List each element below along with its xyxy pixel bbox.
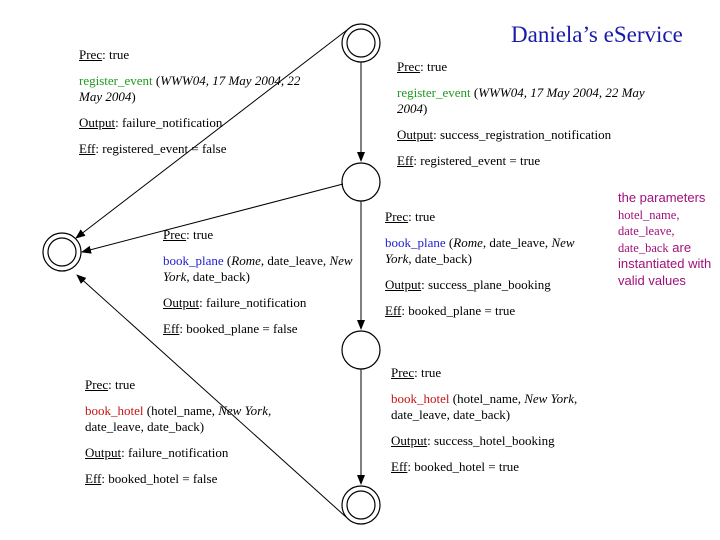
prec-value: : true [408, 209, 436, 224]
prec-value: : true [186, 227, 214, 242]
eff-value: : registered_event = true [413, 153, 541, 168]
prec-label: Prec [391, 365, 415, 380]
output-value: : success_registration_notification [433, 127, 612, 142]
prec-label: Prec [397, 59, 421, 74]
eff-value: : booked_plane = true [401, 303, 516, 318]
action-line: book_plane (Rome, date_leave, New York, … [163, 253, 353, 285]
italic-arg: Rome [231, 253, 261, 268]
italic-arg: WWW04, 17 May 2004, 22 May 2004 [79, 73, 301, 104]
operation-name: book_plane [385, 235, 446, 250]
eff-label: Eff [397, 153, 414, 168]
prec-value: : true [102, 47, 130, 62]
eff-label: Eff [79, 141, 96, 156]
italic-arg: New York [163, 253, 353, 284]
output-line: Output: success_hotel_booking [391, 433, 606, 449]
operation-args: (Rome, date_leave, New York, date_back) [163, 253, 353, 284]
state-registered [341, 162, 381, 202]
prec-value: : true [414, 365, 442, 380]
italic-arg: New York [385, 235, 575, 266]
output-line: Output: failure_notification [163, 295, 353, 311]
output-line: Output: success_registration_notificatio… [397, 127, 677, 143]
state-initial [341, 23, 381, 63]
operation-args: (hotel_name, New York, date_leave, date_… [85, 403, 272, 434]
eff-value: : booked_hotel = true [407, 459, 520, 474]
arrow-hotel-failure [76, 274, 347, 518]
italic-arg: Rome [453, 235, 483, 250]
transition-register-success: Prec: true register_event (WWW04, 17 May… [397, 59, 677, 169]
transition-hotel-success: Prec: true book_hotel (hotel_name, New Y… [391, 365, 606, 475]
operation-args: (hotel_name, New York, date_leave, date_… [391, 391, 578, 422]
prec-line: Prec: true [163, 227, 353, 243]
operation-name: register_event [79, 73, 153, 88]
eff-line: Eff: registered_event = false [79, 141, 319, 157]
eff-line: Eff: booked_plane = true [385, 303, 603, 319]
eff-line: Eff: booked_plane = false [163, 321, 353, 337]
prec-line: Prec: true [385, 209, 603, 225]
operation-args: (Rome, date_leave, New York, date_back) [385, 235, 575, 266]
prec-label: Prec [85, 377, 109, 392]
output-label: Output [391, 433, 428, 448]
prec-label: Prec [79, 47, 103, 62]
prec-value: : true [420, 59, 448, 74]
output-label: Output [385, 277, 422, 292]
output-value: : failure_notification [199, 295, 307, 310]
transition-hotel-failure: Prec: true book_hotel (hotel_name, New Y… [85, 377, 300, 487]
state-final-success [341, 485, 381, 525]
operation-name: book_hotel [85, 403, 144, 418]
note-line1: the parameters [618, 190, 706, 205]
note-params: hotel_name, date_leave, date_back [618, 207, 680, 255]
output-value: : failure_notification [115, 115, 223, 130]
operation-name: register_event [397, 85, 471, 100]
prec-line: Prec: true [391, 365, 606, 381]
prec-line: Prec: true [79, 47, 319, 63]
action-line: register_event (WWW04, 17 May 2004, 22 M… [397, 85, 677, 117]
prec-label: Prec [385, 209, 409, 224]
eff-value: : booked_plane = false [179, 321, 298, 336]
italic-arg: New York [218, 403, 268, 418]
eff-value: : booked_hotel = false [101, 471, 218, 486]
page-title: Daniela’s eService [511, 22, 683, 47]
prec-line: Prec: true [85, 377, 300, 393]
eff-line: Eff: registered_event = true [397, 153, 677, 169]
operation-name: book_plane [163, 253, 224, 268]
output-value: : failure_notification [121, 445, 229, 460]
operation-name: book_hotel [391, 391, 450, 406]
output-line: Output: failure_notification [85, 445, 300, 461]
eff-label: Eff [385, 303, 402, 318]
state-final-failure [42, 232, 82, 272]
prec-value: : true [108, 377, 136, 392]
parameters-note: the parameters hotel_name, date_leave, d… [618, 190, 714, 289]
eff-label: Eff [163, 321, 180, 336]
eff-line: Eff: booked_hotel = true [391, 459, 606, 475]
operation-args: (WWW04, 17 May 2004, 22 May 2004) [79, 73, 301, 104]
output-label: Output [163, 295, 200, 310]
eff-value: : registered_event = false [95, 141, 227, 156]
action-line: book_hotel (hotel_name, New York, date_l… [85, 403, 300, 435]
action-line: register_event (WWW04, 17 May 2004, 22 M… [79, 73, 319, 105]
action-line: book_plane (Rome, date_leave, New York, … [385, 235, 603, 267]
output-value: : success_plane_booking [421, 277, 551, 292]
eff-line: Eff: booked_hotel = false [85, 471, 300, 487]
output-label: Output [79, 115, 116, 130]
italic-arg: New York [524, 391, 574, 406]
action-line: book_hotel (hotel_name, New York, date_l… [391, 391, 606, 423]
eff-label: Eff [85, 471, 102, 486]
arrow-register-failure [75, 29, 348, 239]
prec-line: Prec: true [397, 59, 677, 75]
transition-plane-success: Prec: true book_plane (Rome, date_leave,… [385, 209, 603, 319]
output-value: : success_hotel_booking [427, 433, 555, 448]
transition-plane-failure: Prec: true book_plane (Rome, date_leave,… [163, 227, 353, 337]
arrow-plane-failure [81, 183, 344, 254]
output-line: Output: success_plane_booking [385, 277, 603, 293]
output-label: Output [397, 127, 434, 142]
output-label: Output [85, 445, 122, 460]
output-line: Output: failure_notification [79, 115, 319, 131]
note-line2: are instantiated with valid values [618, 239, 712, 288]
operation-args: (WWW04, 17 May 2004, 22 May 2004) [397, 85, 645, 116]
transition-register-failure: Prec: true register_event (WWW04, 17 May… [79, 47, 319, 157]
italic-arg: WWW04, 17 May 2004, 22 May 2004 [397, 85, 645, 116]
prec-label: Prec [163, 227, 187, 242]
eff-label: Eff [391, 459, 408, 474]
